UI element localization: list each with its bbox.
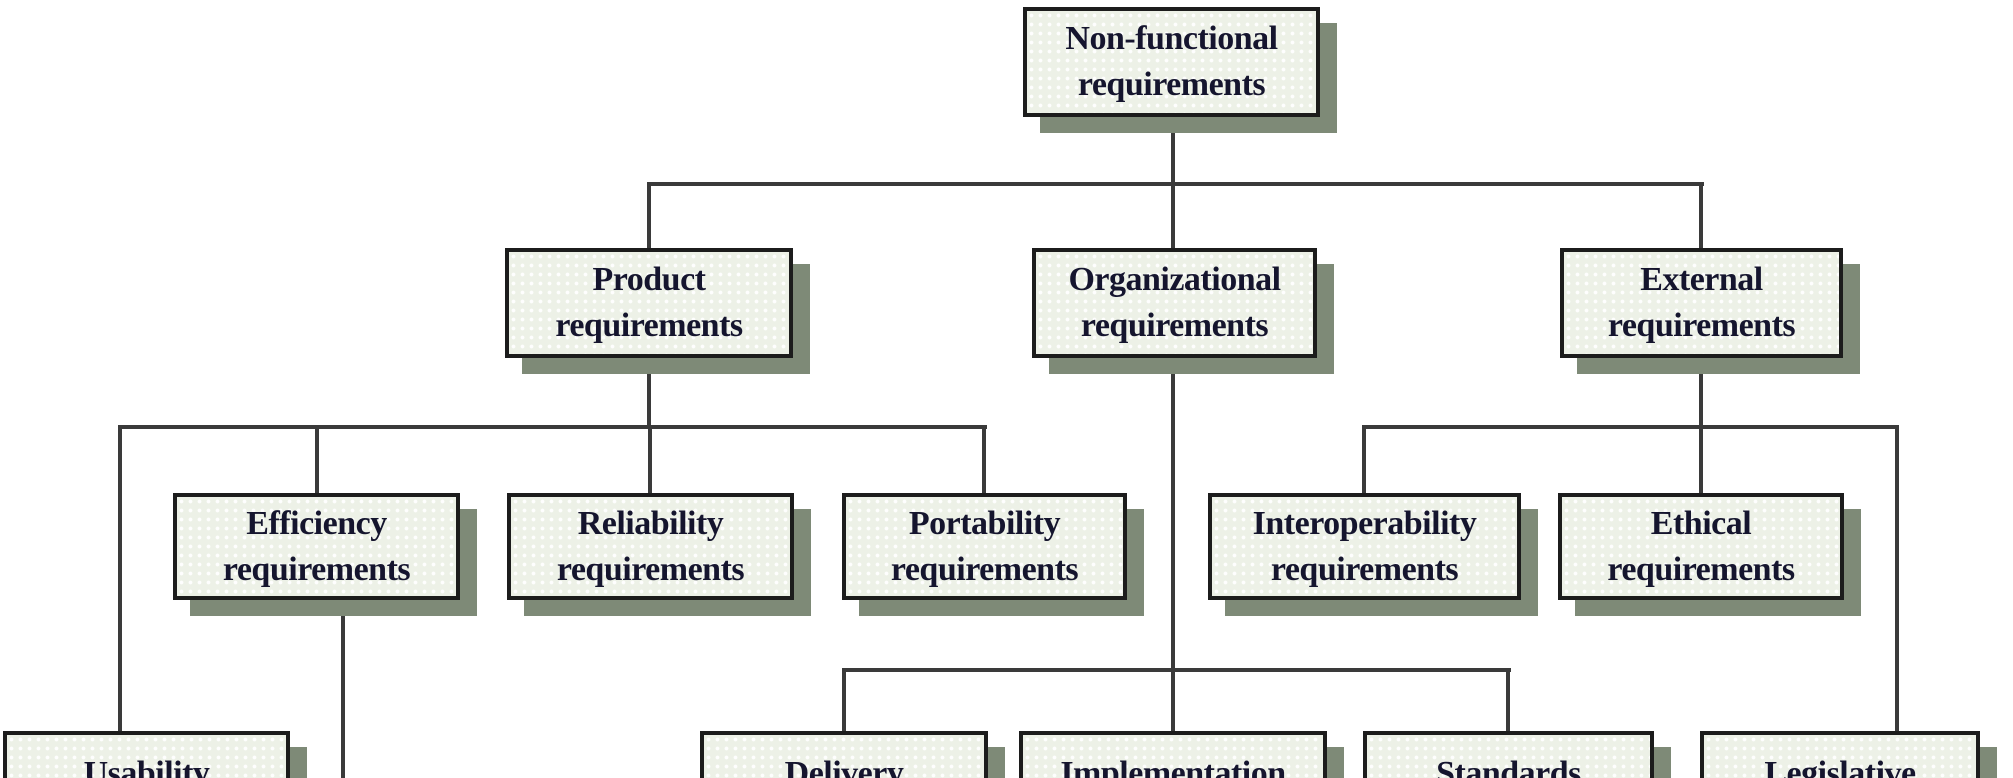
node-standards-requirements: Standards — [1363, 731, 1654, 778]
node-non-functional-requirements: Non-functional requirements — [1023, 7, 1320, 117]
connector-product-stem — [647, 354, 651, 429]
connector-product-children-rail — [118, 425, 987, 429]
connector-organizational-children-rail — [842, 668, 1511, 672]
node-label-line: Ethical — [1650, 504, 1752, 542]
node-interoperability-requirements: Interoperability requirements — [1208, 493, 1521, 600]
node-label-line: Product — [592, 261, 706, 298]
node-label-line: requirements — [1607, 307, 1796, 344]
node-label-line: Efficiency — [246, 504, 387, 542]
node-label-line: requirements — [556, 550, 745, 588]
node-external-requirements: External requirements — [1560, 248, 1843, 358]
node-label-line: Standards — [1436, 755, 1581, 778]
connector-drop-external — [1699, 182, 1703, 252]
node-label-line: requirements — [555, 307, 743, 344]
node-reliability-requirements: Reliability requirements — [507, 493, 794, 600]
node-label-line: Delivery — [784, 755, 904, 778]
connector-drop-product — [647, 182, 651, 252]
node-ethical-requirements: Ethical requirements — [1558, 493, 1844, 600]
node-label-line: Interoperability — [1252, 504, 1477, 542]
node-efficiency-requirements: Efficiency requirements — [173, 493, 460, 600]
connector-drop-portability — [982, 425, 986, 497]
connector-drop-delivery — [842, 668, 846, 735]
node-label-line: requirements — [1077, 66, 1266, 103]
node-legislative-requirements: Legislative — [1700, 731, 1980, 778]
connector-drop-efficiency — [315, 425, 319, 497]
node-label-line: requirements — [222, 550, 411, 588]
node-product-requirements: Product requirements — [505, 248, 793, 358]
node-label-line: Organizational — [1068, 261, 1281, 298]
node-label-line: Usability — [83, 755, 210, 778]
connector-level2-rail — [647, 182, 1704, 186]
connector-external-children-rail — [1362, 425, 1899, 429]
node-label-line: Reliability — [577, 504, 724, 542]
connector-drop-usability — [118, 425, 122, 731]
node-implementation-requirements: Implementation — [1019, 731, 1327, 778]
connector-drop-interoperability — [1362, 425, 1366, 497]
connector-drop-standards — [1506, 668, 1510, 735]
node-label-line: requirements — [890, 550, 1079, 588]
node-label-line: requirements — [1080, 307, 1269, 344]
node-label-line: requirements — [1270, 550, 1459, 588]
connector-organizational-stem — [1171, 354, 1175, 672]
connector-drop-implementation — [1171, 668, 1175, 735]
node-usability-requirements: Usability — [3, 731, 290, 778]
node-label-line: Implementation — [1060, 755, 1286, 778]
node-label-line: External — [1640, 261, 1763, 298]
node-organizational-requirements: Organizational requirements — [1032, 248, 1317, 358]
node-label-line: Portability — [908, 504, 1061, 542]
connector-drop-legislative — [1895, 425, 1899, 735]
connector-drop-reliability — [648, 425, 652, 497]
node-label-line: Legislative — [1764, 755, 1916, 778]
connector-efficiency-descender — [341, 596, 345, 778]
node-portability-requirements: Portability requirements — [842, 493, 1127, 600]
node-label-line: requirements — [1607, 550, 1795, 588]
node-label-line: Non-functional — [1065, 20, 1278, 57]
node-delivery-requirements: Delivery — [700, 731, 988, 778]
